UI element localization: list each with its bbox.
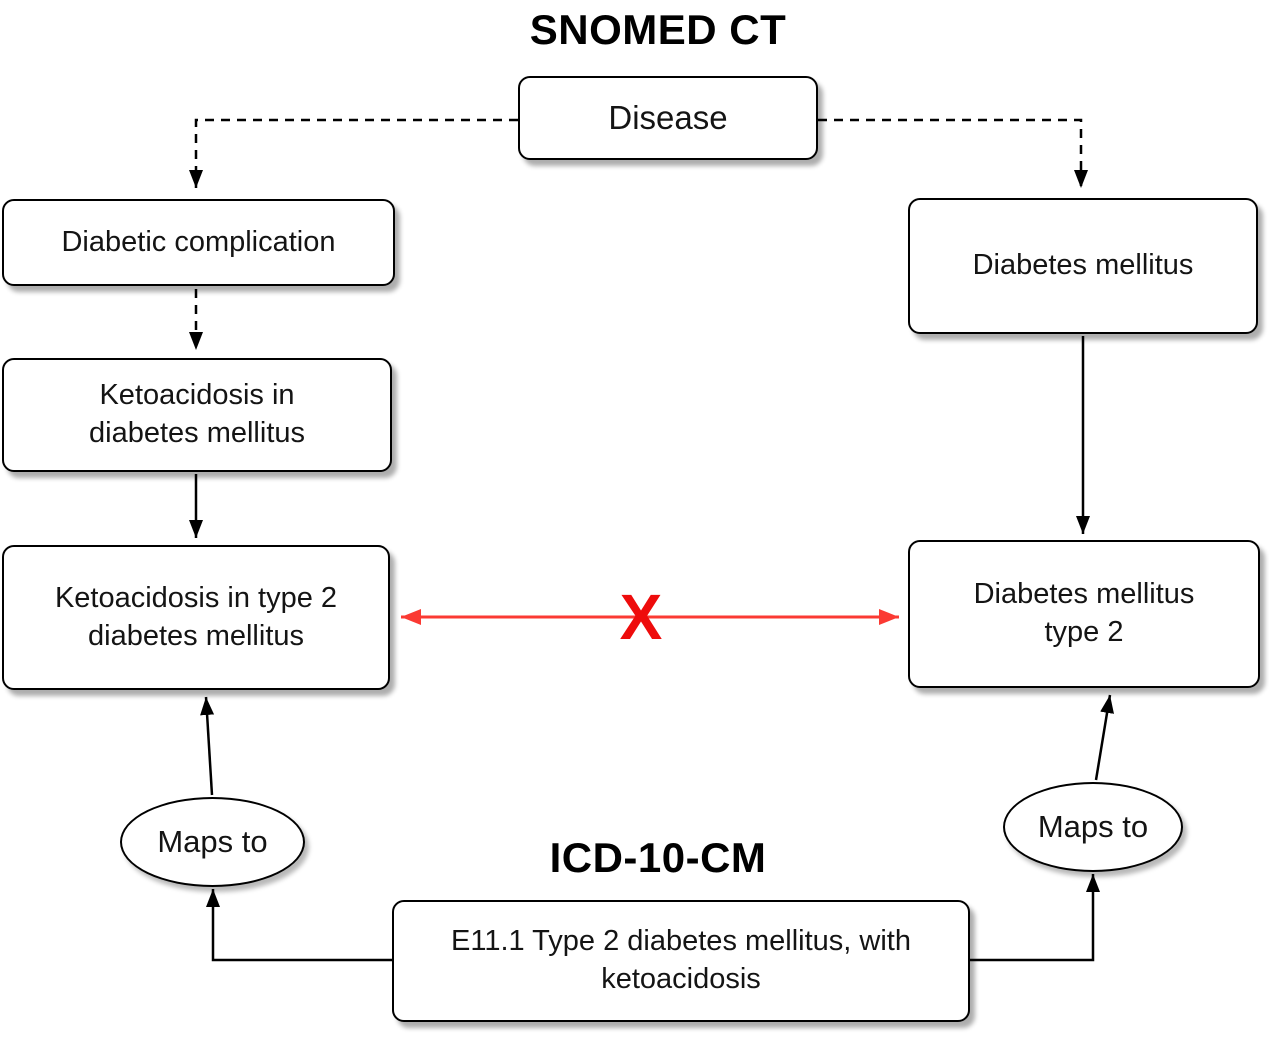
node-ketoacidosis-dm-label: Ketoacidosis in diabetes mellitus bbox=[89, 379, 305, 449]
node-dm-type2-label: Diabetes mellitus type 2 bbox=[973, 578, 1195, 648]
node-diabetes-mellitus-type-2: Diabetes mellitus type 2 bbox=[908, 540, 1260, 688]
node-diabetic-complication-label: Diabetic complication bbox=[61, 225, 336, 258]
node-ketoacidosis-in-diabetes-mellitus: Ketoacidosis in diabetes mellitus bbox=[2, 358, 392, 472]
node-icd-e111: E11.1 Type 2 diabetes mellitus, with ket… bbox=[392, 900, 970, 1022]
maps-to-right-ellipse: Maps to bbox=[1003, 782, 1183, 872]
node-disease-label: Disease bbox=[608, 98, 728, 136]
connector-disease-to-diabetes-mellitus bbox=[818, 118, 1088, 188]
node-icd-e111-label: E11.1 Type 2 diabetes mellitus, with ket… bbox=[451, 925, 911, 995]
connector-icd-to-maps-to-right bbox=[970, 874, 1100, 962]
maps-to-right-label: Maps to bbox=[1037, 809, 1149, 844]
node-diabetic-complication: Diabetic complication bbox=[2, 199, 395, 286]
node-ketoacidosis-in-type-2-diabetes-mellitus: Ketoacidosis in type 2 diabetes mellitus bbox=[2, 545, 390, 690]
maps-to-left-ellipse: Maps to bbox=[120, 797, 305, 887]
node-disease: Disease bbox=[518, 76, 818, 160]
node-diabetes-mellitus: Diabetes mellitus bbox=[908, 198, 1258, 334]
node-diabetes-mellitus-label: Diabetes mellitus bbox=[972, 249, 1194, 282]
snomed-ct-title: SNOMED CT bbox=[529, 6, 787, 53]
icd-10-cm-title: ICD-10-CM bbox=[549, 834, 767, 881]
mismatch-x-mark: X bbox=[619, 581, 663, 653]
connector-icd-to-maps-to-left bbox=[206, 889, 392, 962]
connector-maps-to-right-to-dm-type2 bbox=[1094, 694, 1114, 781]
node-ketoacidosis-t2dm-label: Ketoacidosis in type 2 diabetes mellitus bbox=[54, 581, 338, 652]
connector-disease-to-diabetic-complication bbox=[189, 118, 518, 188]
maps-to-left-label: Maps to bbox=[157, 824, 268, 859]
connector-maps-to-left-to-ketoacidosis-t2dm bbox=[200, 696, 215, 796]
